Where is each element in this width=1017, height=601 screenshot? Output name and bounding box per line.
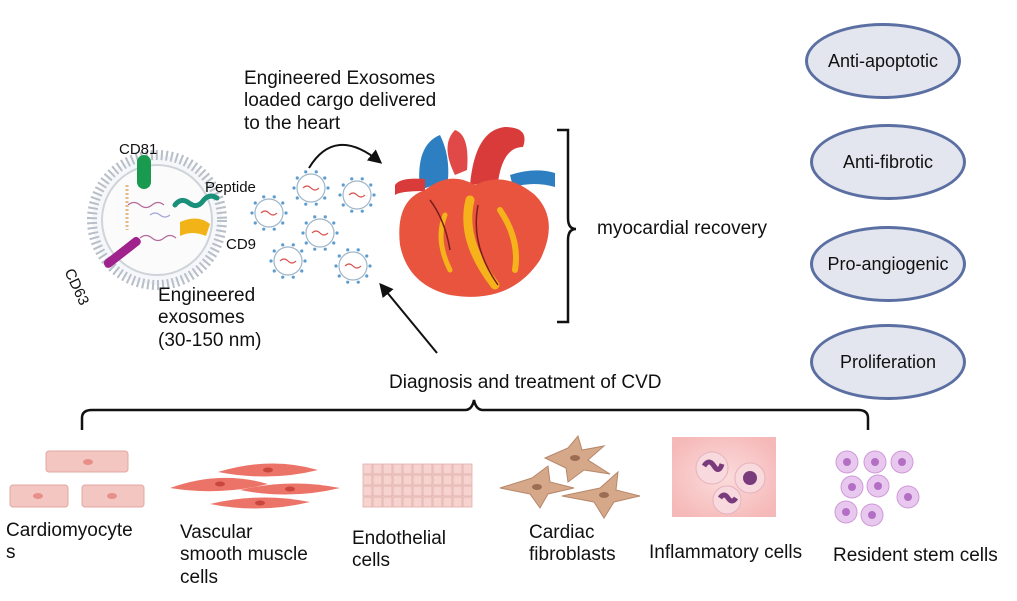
recovery-bracket bbox=[557, 128, 577, 324]
stem-cell bbox=[834, 500, 858, 524]
cell-label-cardiomyocytes: Cardiomyocyte s bbox=[6, 520, 133, 564]
endothelial-illustration bbox=[362, 463, 473, 508]
diagnosis-label: Diagnosis and treatment of CVD bbox=[389, 372, 662, 393]
heart-illustration bbox=[395, 127, 555, 297]
stem-cell bbox=[866, 474, 890, 498]
cell-label-inflammatory: Inflammatory cells bbox=[649, 542, 803, 563]
delivery-arrow bbox=[308, 144, 383, 169]
exosome-particle bbox=[292, 170, 330, 206]
effect-anti-apoptotic: Anti-apoptotic bbox=[805, 23, 961, 99]
exosome-particle bbox=[301, 215, 339, 251]
engineered-exosomes-label: Engineered exosomes (30-150 nm) bbox=[158, 285, 262, 351]
stem-cell-illustration bbox=[834, 450, 920, 527]
effect-anti-fibrotic: Anti-fibrotic bbox=[810, 124, 966, 200]
stem-cell bbox=[863, 450, 887, 474]
effect-proliferation: Proliferation bbox=[810, 324, 966, 400]
inflammatory-illustration bbox=[672, 437, 776, 517]
cell-label-stem: Resident stem cells bbox=[833, 545, 998, 566]
cell-types-brace bbox=[80, 399, 870, 430]
stem-cell bbox=[890, 450, 914, 474]
cell-label-smooth-muscle: Vascular smooth muscle cells bbox=[180, 522, 308, 588]
outcome-label: myocardial recovery bbox=[597, 218, 767, 239]
stem-cell bbox=[896, 485, 920, 509]
exosome-particle bbox=[334, 248, 372, 284]
fibroblast-illustration bbox=[499, 434, 641, 519]
cell-label-fibroblasts: Cardiac fibroblasts bbox=[529, 522, 616, 566]
cell-label-endothelial: Endothelial cells bbox=[352, 528, 447, 572]
peptide-strand bbox=[172, 193, 220, 209]
peptide-label: Peptide bbox=[205, 179, 256, 196]
cd81-protein bbox=[137, 155, 151, 189]
effect-pro-angiogenic: Pro-angiogenic bbox=[810, 226, 966, 302]
exosome-particle bbox=[338, 177, 376, 213]
cd9-protein bbox=[180, 218, 210, 236]
delivery-label: Engineered Exosomes loaded cargo deliver… bbox=[244, 68, 437, 134]
cardiomyocyte-illustration bbox=[9, 450, 145, 508]
stem-cell bbox=[840, 475, 864, 499]
cd81-label: CD81 bbox=[119, 141, 158, 158]
cd9-label: CD9 bbox=[226, 236, 257, 253]
stem-cell bbox=[860, 503, 884, 527]
exosome-particle bbox=[250, 195, 288, 231]
exosome-particles bbox=[250, 170, 376, 284]
diagnosis-arrow bbox=[379, 282, 438, 354]
stem-cell bbox=[835, 450, 859, 474]
cd63-protein bbox=[103, 236, 141, 268]
smooth-muscle-illustration bbox=[170, 463, 340, 509]
exosome-particle bbox=[269, 243, 307, 279]
